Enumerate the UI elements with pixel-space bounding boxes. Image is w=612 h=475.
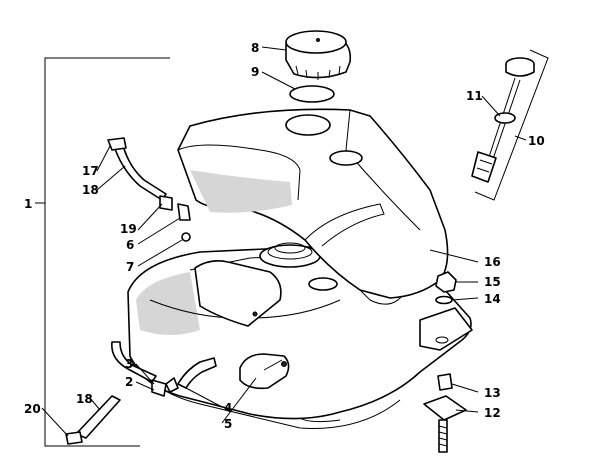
callout-10: 10: [528, 134, 545, 148]
callout-5: 5: [224, 417, 232, 431]
callout-14: 14: [484, 292, 501, 306]
tank-cover: [177, 108, 449, 305]
callout-20: 20: [24, 402, 41, 416]
cap-gasket: [289, 85, 335, 103]
callout-19: 19: [120, 222, 137, 236]
callout-4: 4: [224, 401, 232, 415]
callout-6: 6: [126, 238, 134, 252]
callout-11: 11: [466, 89, 483, 103]
callout-3: 3: [125, 357, 133, 371]
callout-7: 7: [126, 260, 134, 274]
callout-17: 17: [82, 164, 99, 178]
lower-vent-hose: [65, 341, 217, 445]
mounting-bracket: [419, 307, 473, 351]
callout-13: 13: [484, 386, 501, 400]
callout-16: 16: [484, 255, 501, 269]
fuel-valve: [239, 353, 290, 390]
callout-labels: 1 2 3 4 5 6 7 8 9 10 11 12 13 14 15 16 1…: [24, 41, 545, 431]
callout-18-upper: 18: [82, 183, 99, 197]
assembly-bracket: [44, 57, 170, 447]
callout-1: 1: [24, 197, 32, 211]
callout-2: 2: [125, 375, 133, 389]
callout-8: 8: [251, 41, 259, 55]
leader-lines: [41, 46, 527, 437]
callout-15: 15: [484, 275, 501, 289]
callout-9: 9: [251, 65, 259, 79]
callout-18-lower: 18: [76, 392, 93, 406]
callout-12: 12: [484, 406, 501, 420]
fuel-sender: [471, 57, 535, 183]
hardware-stack: [423, 271, 467, 453]
sender-bracket: [474, 49, 549, 201]
upper-vent-hose: [107, 137, 191, 242]
fuel-cap: [285, 30, 352, 80]
